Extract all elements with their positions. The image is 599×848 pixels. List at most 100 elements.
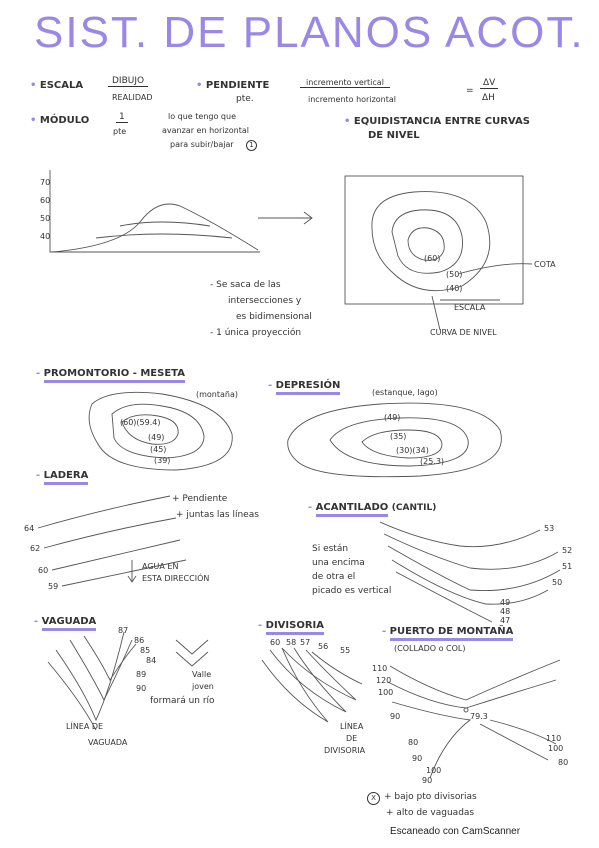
equidistancia-label: • EQUIDISTANCIA ENTRE CURVAS [344, 116, 530, 127]
divisoria-heading: - DIVISORIA [258, 620, 324, 635]
profile-axes [49, 170, 260, 253]
promontorio-sub: (montaña) [196, 390, 239, 399]
acantilado-num-52: 52 [562, 546, 573, 555]
puerto-note-2: + alto de vaguadas [386, 808, 475, 818]
vaguada-num-89: 89 [136, 670, 147, 679]
puerto-num-8: 90 [422, 776, 433, 785]
vaguada-num-87: 87 [118, 626, 129, 635]
cota-leader [457, 263, 533, 275]
fig1-note-2: intersecciones y [228, 296, 302, 306]
ladera-contour [43, 517, 177, 549]
acantilado-note-2: una encima [312, 558, 365, 568]
acantilado-num-47: 47 [500, 616, 511, 625]
depresion-contour [329, 417, 469, 467]
depresion-label-3: (30)(34) [396, 446, 429, 455]
scanner-footer: Escaneado con CamScanner [390, 826, 521, 837]
divisoria-contour [261, 647, 329, 723]
y-tick-60: 60 [40, 196, 51, 205]
puerto-note-1: + bajo pto divisorias [384, 792, 477, 802]
ladera-num-60: 60 [38, 566, 49, 575]
puerto-num-11: 110 [546, 734, 562, 743]
depresion-label-2: (35) [390, 432, 407, 441]
puerto-sub: (COLLADO o COL) [394, 644, 466, 653]
divisoria-contour [311, 651, 363, 685]
puerto-point [463, 707, 469, 713]
modulo-one: 1 [116, 112, 128, 123]
modulo-note-3: para subir/bajar [170, 140, 234, 149]
hill-contour-line [119, 221, 211, 227]
promontorio-contour [111, 403, 205, 459]
delta-v: ΔV [480, 78, 499, 89]
puerto-num-10: 100 [548, 744, 564, 753]
acantilado-num-53: 53 [544, 524, 555, 533]
ladera-num-59: 59 [48, 582, 59, 591]
fig1-note-1: - Se saca de las [210, 280, 281, 290]
modulo-pte: pte [113, 127, 127, 136]
puerto-heading: - PUERTO DE MONTAÑA [382, 626, 514, 641]
acantilado-note-4: picado es vertical [312, 586, 392, 596]
page-title: SIST. DE PLANOS ACOT. [34, 8, 585, 57]
puerto-contour [479, 723, 549, 761]
promontorio-contour [88, 391, 233, 471]
depresion-sub: (estanque, lago) [372, 388, 438, 397]
y-tick-40: 40 [40, 232, 51, 241]
linea-divisoria-2: DE [346, 734, 358, 743]
plan-contour-inner [407, 227, 445, 261]
ladera-num-64: 64 [24, 524, 35, 533]
vaguada-contour [55, 631, 125, 722]
escala-label: • ESCALA [30, 80, 84, 91]
puerto-num-2: 120 [376, 676, 392, 685]
curva-nivel-label: CURVA DE NIVEL [430, 328, 497, 337]
linea-vaguada-1: LÍNEA DE [66, 722, 104, 731]
incremento-vertical: incremento vertical [300, 78, 390, 88]
ladera-contour [51, 539, 181, 571]
formara-rio-note: formará un río [150, 696, 215, 706]
plan-label-60: (60) [424, 254, 441, 263]
puerto-num-7: 100 [426, 766, 442, 775]
fig1-note-3: es bidimensional [236, 312, 312, 322]
puerto-num-9: 80 [558, 758, 569, 767]
promontorio-label-3: (45) [150, 445, 167, 454]
agua-note-2: ESTA DIRECCIÓN [142, 574, 210, 583]
equals-sign: = [466, 86, 474, 96]
depresion-contour [287, 402, 502, 478]
y-tick-50: 50 [40, 214, 51, 223]
modulo-label: • MÓDULO [30, 115, 90, 126]
promontorio-label-1: (60)(59.4) [120, 418, 161, 427]
vaguada-contour [83, 635, 137, 681]
hill-contour-line [95, 233, 233, 239]
circled-x-mark: X [367, 792, 380, 805]
modulo-note-2: avanzar en horizontal [162, 126, 249, 135]
escala-dibujo: DIBUJO [108, 76, 149, 87]
depresion-heading: - DEPRESIÓN [268, 380, 341, 395]
divisoria-num-57: 57 [300, 638, 311, 647]
plan-frame [344, 175, 524, 305]
divisoria-num-55: 55 [340, 646, 351, 655]
linea-divisoria-1: LÍNEA [340, 722, 364, 731]
linea-divisoria-3: DIVISORIA [324, 746, 366, 755]
divisoria-contour [269, 647, 347, 713]
acantilado-note-1: Si están [312, 544, 349, 554]
depresion-label-4: (25.3) [420, 457, 445, 466]
pendiente-pte: pte. [236, 94, 254, 104]
puerto-num-6: 90 [412, 754, 423, 763]
puerto-contour [389, 659, 561, 701]
plan-label-50: (50) [446, 270, 463, 279]
divisoria-contour [281, 647, 357, 701]
cliff-contour [387, 545, 561, 591]
puerto-num-1: 110 [372, 664, 388, 673]
puerto-contour [489, 719, 557, 745]
ladera-num-62: 62 [30, 544, 41, 553]
puerto-num-3: 100 [378, 688, 394, 697]
depresion-contour [361, 429, 443, 459]
vaguada-contour [47, 661, 97, 731]
vaguada-num-90: 90 [136, 684, 147, 693]
pendiente-label: • PENDIENTE [196, 80, 270, 91]
acantilado-num-48: 48 [500, 607, 511, 616]
cliff-contour [379, 521, 541, 548]
ladera-contour [37, 495, 171, 529]
cota-label: COTA [534, 260, 556, 269]
vaguada-num-85: 85 [140, 646, 151, 655]
acantilado-num-51: 51 [562, 562, 573, 571]
